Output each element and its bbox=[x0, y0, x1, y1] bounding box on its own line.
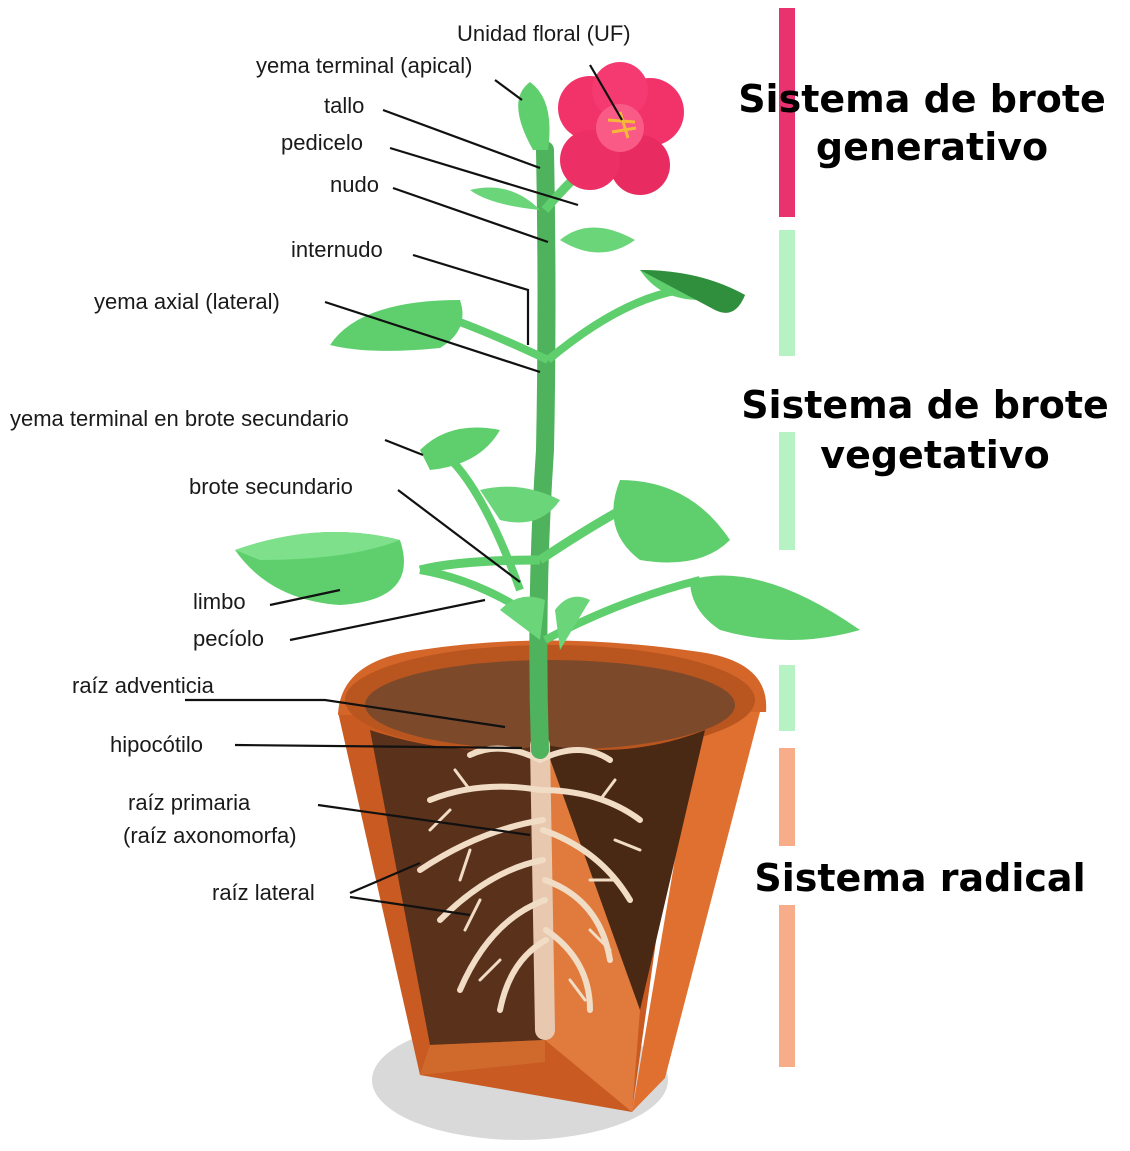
label-hipocotilo: hipocótilo bbox=[110, 732, 203, 757]
vegetative-system-bar-top bbox=[779, 230, 795, 356]
label-raiz-lateral: raíz lateral bbox=[212, 880, 315, 905]
label-nudo: nudo bbox=[330, 172, 379, 197]
vegetative-system-bar-bottom bbox=[779, 665, 795, 731]
label-internudo: internudo bbox=[291, 237, 383, 262]
radical-system-bar-bottom bbox=[779, 905, 795, 1067]
label-unidad-floral: Unidad floral (UF) bbox=[457, 21, 631, 46]
system-vegetativo-line2: vegetativo bbox=[820, 433, 1049, 477]
flower bbox=[558, 62, 684, 195]
label-yema-terminal-secundario: yema terminal en brote secundario bbox=[10, 406, 349, 431]
label-pedicelo: pedicelo bbox=[281, 130, 363, 155]
label-brote-secundario: brote secundario bbox=[189, 474, 353, 499]
system-vegetativo-line1: Sistema de brote bbox=[741, 383, 1109, 427]
vegetative-system-bar-mid bbox=[779, 432, 795, 550]
label-raiz-axonomorfa: (raíz axonomorfa) bbox=[123, 823, 297, 848]
label-raiz-adventicia: raíz adventicia bbox=[72, 673, 215, 698]
system-generativo-line2: generativo bbox=[816, 125, 1048, 169]
label-yema-axial: yema axial (lateral) bbox=[94, 289, 280, 314]
label-peciolo: pecíolo bbox=[193, 626, 264, 651]
system-generativo-line1: Sistema de brote bbox=[738, 77, 1106, 121]
label-raiz-primaria: raíz primaria bbox=[128, 790, 251, 815]
label-limbo: limbo bbox=[193, 589, 246, 614]
label-yema-terminal: yema terminal (apical) bbox=[256, 53, 472, 78]
radical-system-bar-top bbox=[779, 748, 795, 846]
label-tallo: tallo bbox=[324, 93, 364, 118]
terminal-bud bbox=[518, 82, 549, 150]
system-radical: Sistema radical bbox=[754, 856, 1085, 900]
